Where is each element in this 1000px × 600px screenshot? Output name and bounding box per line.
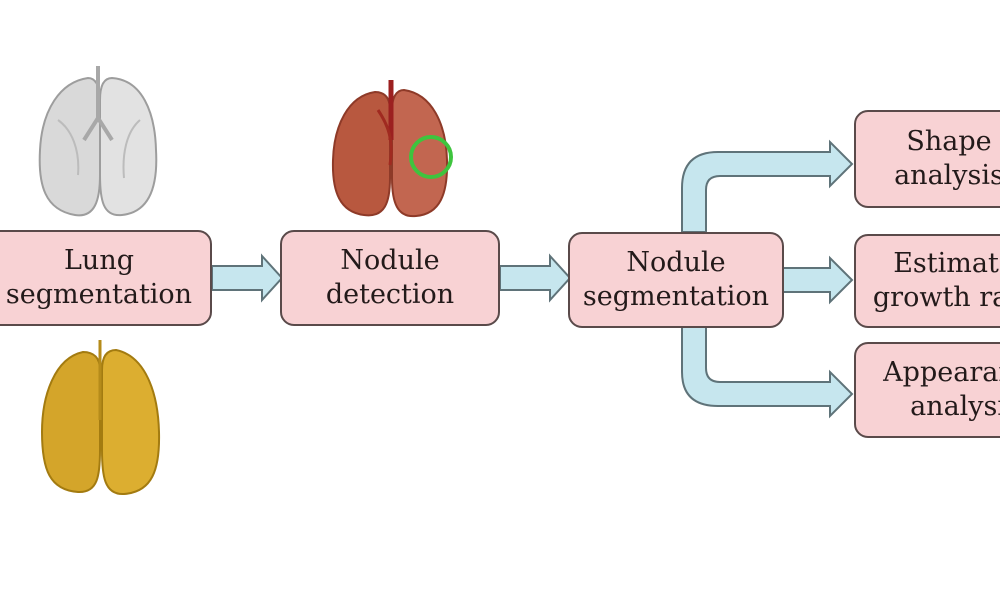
box-line: segmentation bbox=[5, 279, 193, 310]
appearance-analysis-box: Appearance analysis bbox=[854, 342, 1000, 438]
growth-rate-box: Estimate growth rate bbox=[854, 234, 1000, 328]
nodule-segmentation-box: Nodule segmentation bbox=[568, 232, 784, 328]
arrow-1 bbox=[211, 253, 284, 303]
box-line: growth rate bbox=[872, 282, 1000, 313]
lung-gray-icon bbox=[38, 66, 158, 217]
lung-yellow-icon bbox=[40, 340, 161, 496]
arrow-2 bbox=[499, 253, 572, 303]
arrow-growth bbox=[782, 255, 854, 305]
box-line: detection bbox=[325, 279, 455, 310]
box-line: analysis bbox=[894, 160, 1000, 191]
lung-segmentation-box: Lung segmentation bbox=[0, 230, 212, 326]
nodule-detection-box: Nodule detection bbox=[280, 230, 500, 326]
box-line: segmentation bbox=[582, 281, 770, 312]
green-circle-icon bbox=[409, 135, 453, 179]
box-line: Estimate bbox=[893, 248, 1000, 279]
arrow-appearance bbox=[681, 325, 854, 419]
box-line: Appearance bbox=[883, 357, 1000, 388]
arrow-shape bbox=[681, 139, 854, 233]
lung-red-icon bbox=[331, 80, 449, 218]
box-line: Shape bbox=[906, 126, 992, 157]
box-line: analysis bbox=[910, 391, 1000, 422]
box-line: Nodule bbox=[626, 247, 726, 278]
box-line: Lung bbox=[64, 245, 134, 276]
box-line: Nodule bbox=[340, 245, 440, 276]
shape-analysis-box: Shape analysis bbox=[854, 110, 1000, 208]
